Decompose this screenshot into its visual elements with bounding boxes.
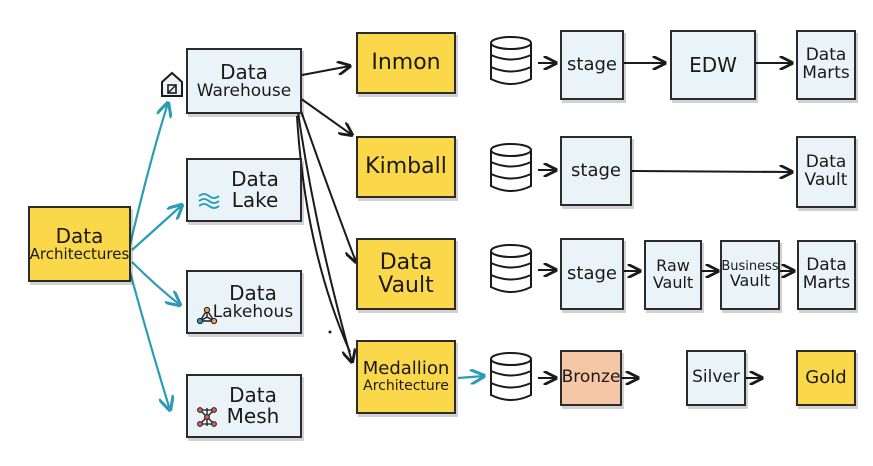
datavault-line2: Vault bbox=[378, 273, 434, 298]
mesh-icon bbox=[196, 406, 218, 428]
inmon-label: Inmon bbox=[371, 50, 441, 76]
medallion-gold: Gold bbox=[796, 350, 856, 406]
root-line1: Data bbox=[55, 223, 104, 248]
arrow-warehouse-to-kimball bbox=[299, 97, 352, 135]
lake-line2: Lake bbox=[231, 188, 279, 212]
database-icon bbox=[487, 34, 535, 92]
bronze-label: Bronze bbox=[561, 367, 621, 388]
mesh-line1: Data bbox=[229, 383, 277, 407]
mesh-line2: Mesh bbox=[226, 404, 280, 428]
lakehouse-line1: Data bbox=[229, 280, 277, 305]
arrow-root-to-lake bbox=[131, 205, 182, 251]
method-medallion: Medallion Architecture bbox=[356, 340, 456, 414]
arrow-warehouse-to-datavault bbox=[299, 107, 356, 262]
dv-marts-line1: Data bbox=[806, 255, 847, 276]
arrow-warehouse-to-medallion bbox=[297, 111, 352, 362]
arrow-root-to-mesh bbox=[128, 271, 170, 410]
lakehouse-line2: Lakehous bbox=[212, 301, 294, 322]
database-icon bbox=[487, 141, 535, 199]
inmon-edw-label: EDW bbox=[689, 52, 737, 77]
dv-data-marts: Data Marts bbox=[797, 240, 856, 310]
inmon-data-marts: Data Marts bbox=[796, 30, 856, 100]
branch-data-lake: Data Lake bbox=[186, 158, 302, 222]
arrow-root-to-warehouse bbox=[128, 103, 168, 246]
arrow-warehouse-extra bbox=[296, 115, 351, 353]
inmon-marts-line2: Marts bbox=[802, 63, 850, 83]
dv-raw-line1: Raw bbox=[656, 256, 690, 276]
gold-label: Gold bbox=[805, 366, 847, 388]
inmon-stage: stage bbox=[560, 30, 624, 100]
arrow-warehouse-to-inmon bbox=[301, 66, 350, 76]
medallion-silver: Silver bbox=[686, 350, 746, 406]
network-icon bbox=[196, 306, 218, 326]
branch-data-warehouse: Data Warehouse bbox=[186, 48, 302, 114]
kimball-stage: stage bbox=[560, 136, 632, 206]
database-icon bbox=[487, 350, 535, 408]
inmon-marts-line1: Data bbox=[805, 45, 847, 66]
dv-raw-vault: Raw Vault bbox=[644, 240, 702, 310]
arrow-kimball-stage-to-vault bbox=[631, 171, 792, 172]
method-inmon: Inmon bbox=[356, 32, 456, 94]
kimball-label: Kimball bbox=[365, 154, 447, 180]
dv-stage-label: stage bbox=[567, 262, 617, 284]
dv-stage: stage bbox=[560, 238, 624, 310]
stray-dot bbox=[328, 330, 332, 334]
dv-business-line1: Business bbox=[721, 258, 779, 274]
arrow-medallion-to-db bbox=[457, 376, 484, 378]
warehouse-icon bbox=[160, 70, 184, 98]
inmon-stage-label: stage bbox=[567, 53, 617, 75]
arrow-root-to-lakehouse bbox=[131, 261, 180, 305]
kimball-vault-line2: Vault bbox=[804, 170, 848, 190]
warehouse-line2: Warehouse bbox=[196, 80, 292, 101]
root-line2: Architectures bbox=[29, 244, 130, 263]
dv-business-vault: Business Vault bbox=[720, 240, 780, 310]
database-icon bbox=[487, 242, 535, 300]
kimball-data-vault: Data Vault bbox=[796, 136, 856, 208]
medallion-line2: Architecture bbox=[363, 378, 449, 395]
dv-raw-line2: Vault bbox=[652, 273, 694, 292]
branch-data-mesh: Data Mesh bbox=[186, 374, 302, 438]
branch-data-lakehouse: Data Lakehous bbox=[186, 270, 302, 334]
dv-business-line2: Vault bbox=[729, 271, 771, 291]
medallion-bronze: Bronze bbox=[560, 350, 622, 406]
kimball-stage-label: stage bbox=[571, 159, 621, 181]
root-node-data-architectures: Data Architectures bbox=[28, 206, 131, 282]
silver-label: Silver bbox=[692, 367, 740, 388]
method-data-vault: Data Vault bbox=[356, 238, 456, 310]
waves-icon bbox=[198, 192, 220, 210]
inmon-edw: EDW bbox=[670, 30, 756, 100]
dv-marts-line2: Marts bbox=[802, 273, 851, 293]
kimball-vault-line1: Data bbox=[805, 152, 847, 173]
medallion-line1: Medallion bbox=[362, 358, 450, 380]
method-kimball: Kimball bbox=[356, 136, 456, 198]
datavault-line1: Data bbox=[379, 249, 433, 275]
warehouse-line1: Data bbox=[220, 59, 268, 84]
lake-line1: Data bbox=[231, 167, 279, 191]
